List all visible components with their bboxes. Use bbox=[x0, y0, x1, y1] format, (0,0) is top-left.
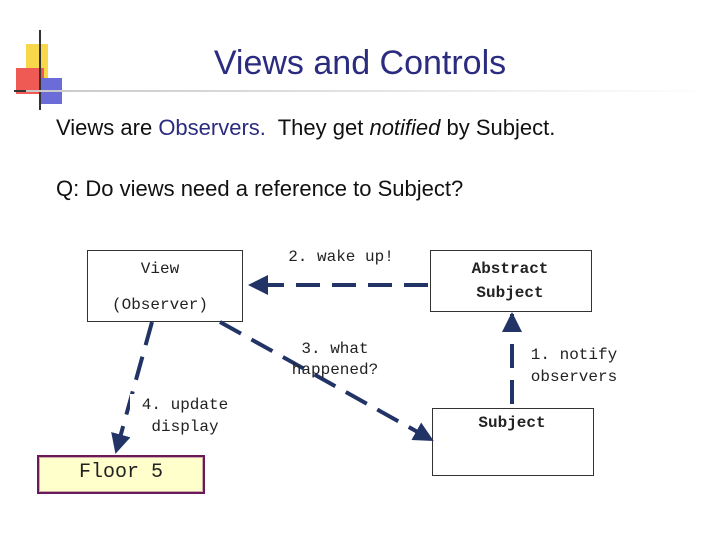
bullet-text: They get bbox=[265, 115, 370, 140]
abstract-label: Abstract bbox=[471, 260, 549, 278]
notified-term: notified bbox=[369, 115, 441, 140]
step-4-label-line1: 4. update bbox=[130, 394, 240, 416]
title-divider bbox=[26, 90, 716, 92]
abstract-subject-label: Subject bbox=[476, 284, 544, 302]
arrow-what-happened bbox=[219, 320, 434, 442]
floor-display-box bbox=[37, 455, 205, 494]
bullet-text: by Subject. bbox=[440, 115, 556, 140]
view-label: View bbox=[140, 260, 180, 278]
step-1-label-line1: 1. notify bbox=[520, 344, 628, 366]
arrow-update-display bbox=[111, 321, 154, 454]
step-3-label-line1: 3. what bbox=[301, 340, 369, 358]
subject-box bbox=[432, 408, 594, 476]
bullet-question: Q: Do views need a reference to Subject? bbox=[56, 176, 464, 201]
step-2-label: 2. wake up! bbox=[256, 246, 426, 268]
step-4-label-line2: display bbox=[130, 416, 240, 438]
observers-term: Observers. bbox=[158, 115, 266, 140]
view-box bbox=[87, 250, 243, 322]
abstract-subject-box bbox=[430, 250, 592, 312]
bullet-text: Views are bbox=[56, 115, 159, 140]
bullet-observers: Views are Observers. They get notified b… bbox=[56, 115, 555, 141]
subject-label: Subject bbox=[478, 414, 546, 432]
step-1-label-line2: observers bbox=[520, 366, 628, 388]
observer-label: (Observer) bbox=[111, 296, 208, 314]
step-3-label-line2: happened? bbox=[291, 361, 379, 379]
floor-label: Floor 5 bbox=[78, 461, 163, 484]
slide-title: Views and Controls bbox=[213, 44, 507, 82]
